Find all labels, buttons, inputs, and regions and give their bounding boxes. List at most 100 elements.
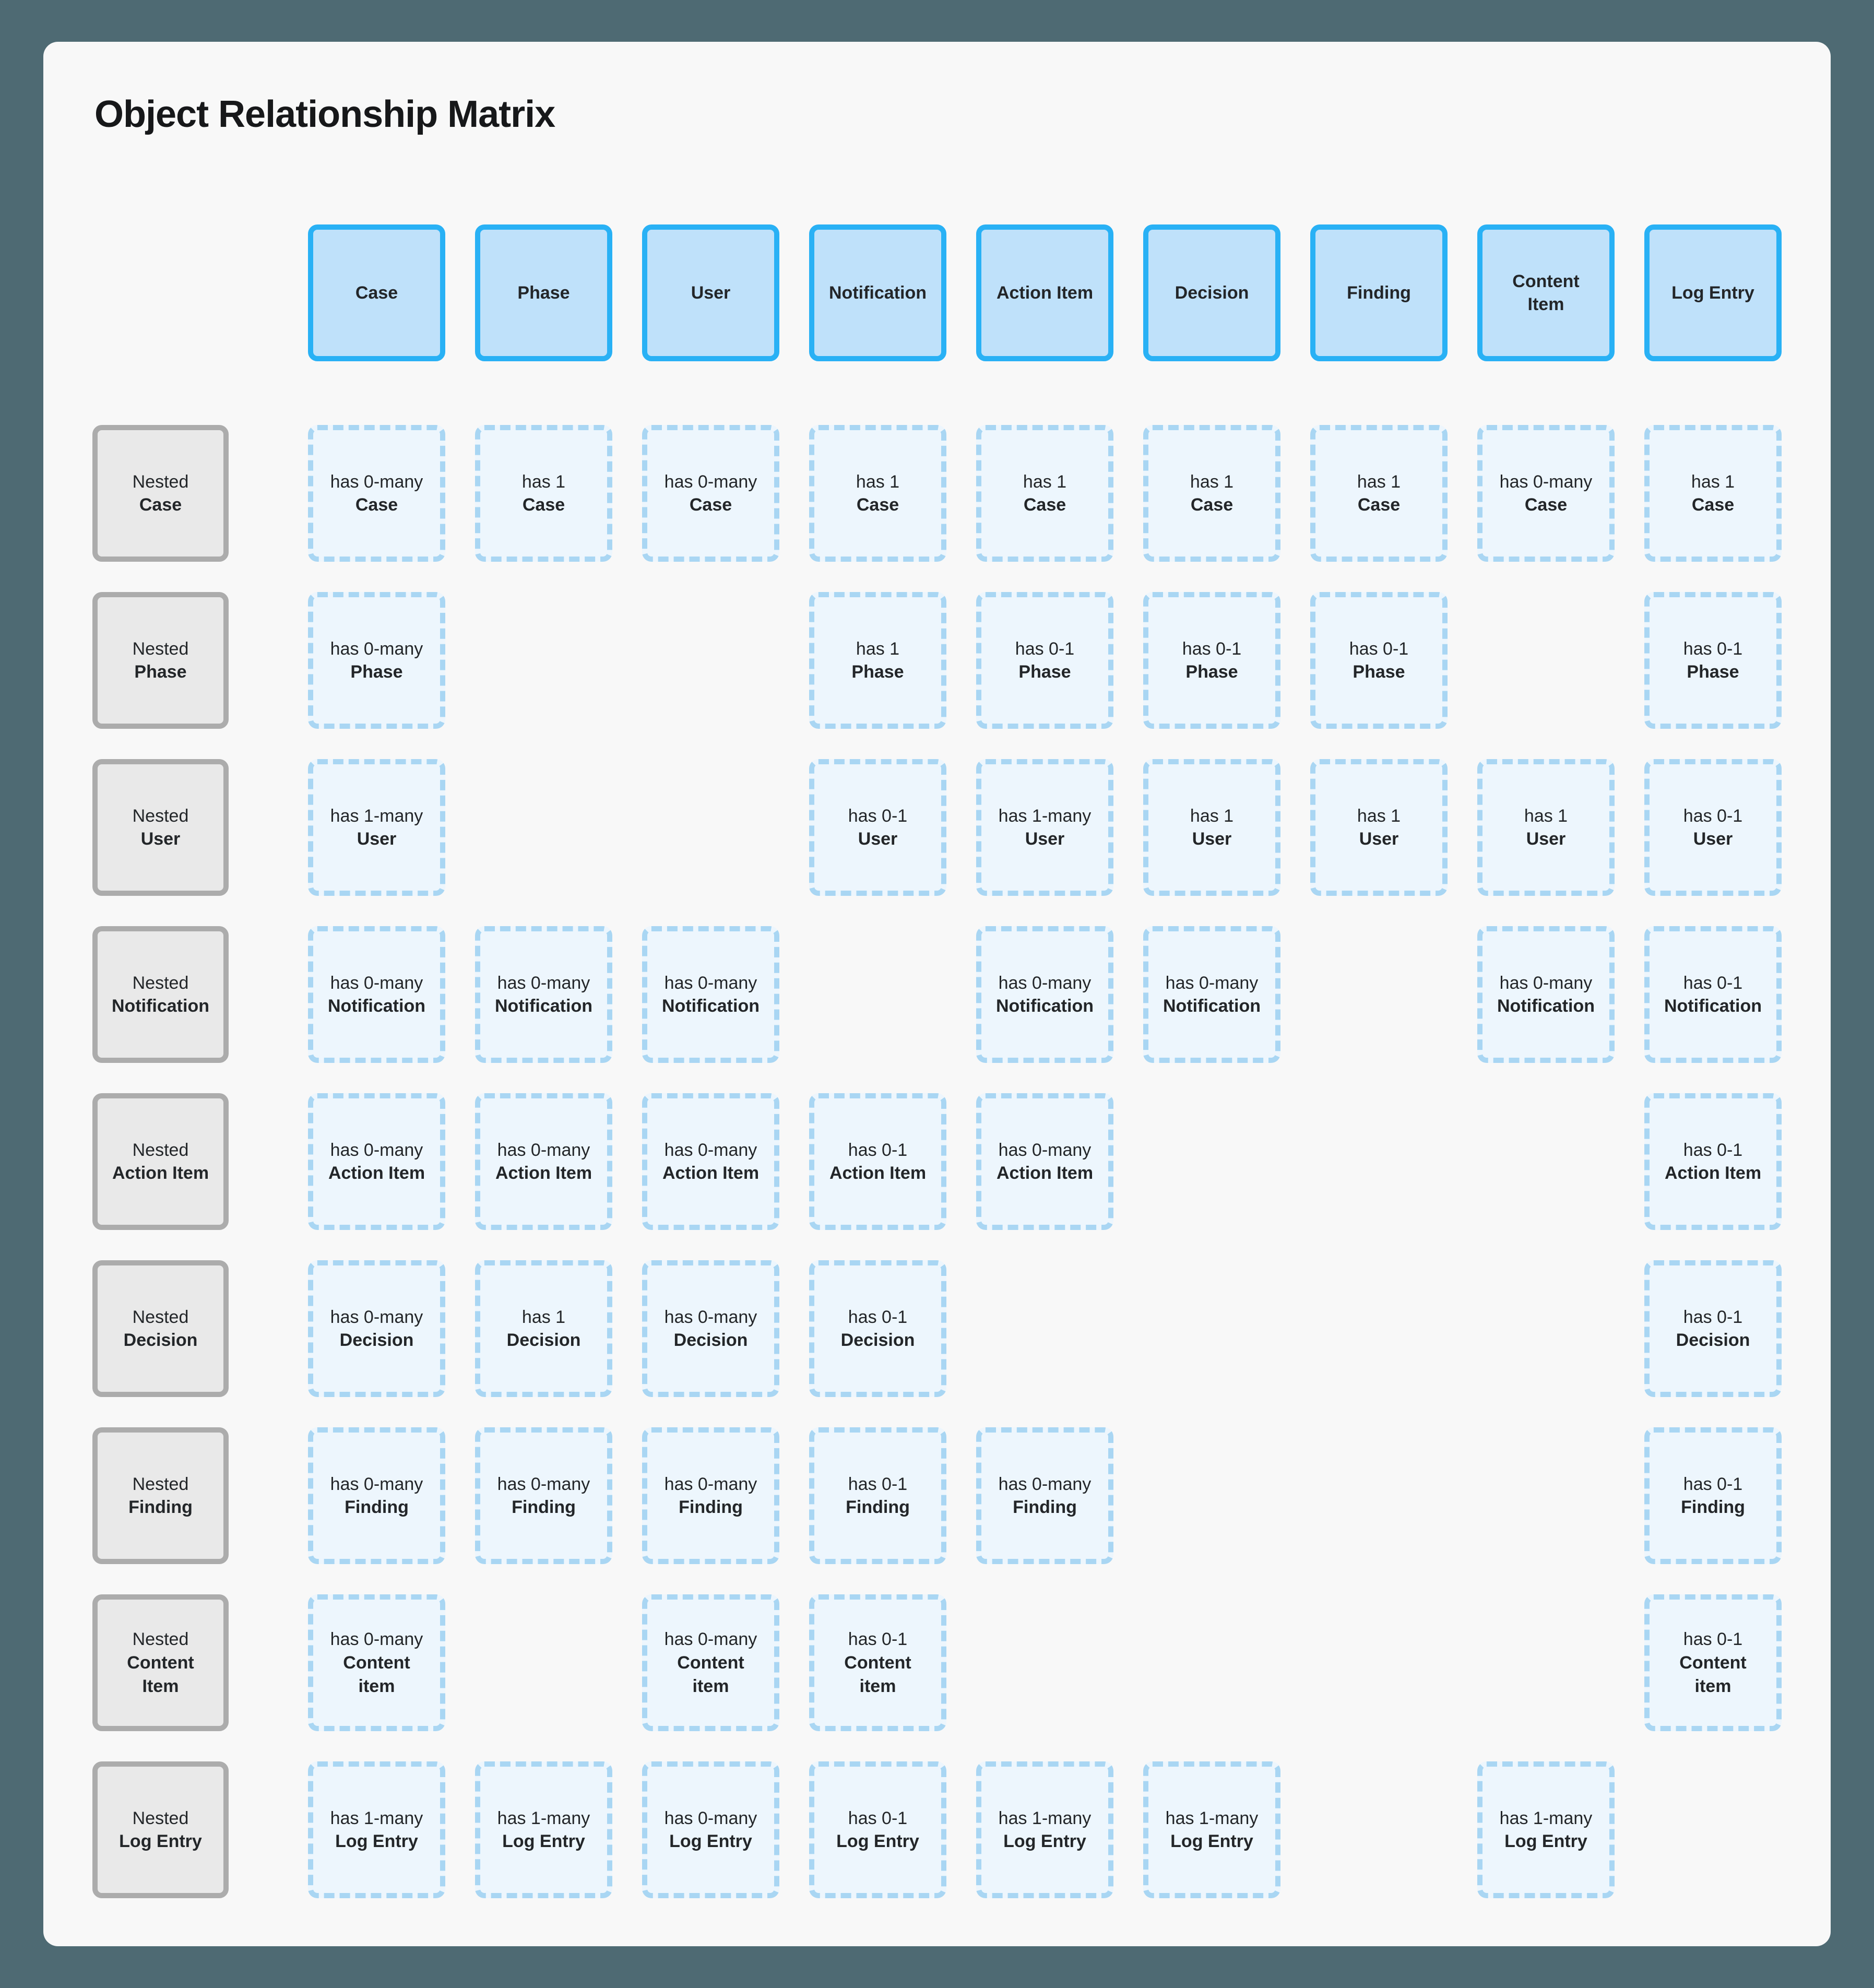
cell-decision-in-phase: has 1 Decision xyxy=(475,1260,612,1398)
cell-cardinality: has 1-many xyxy=(330,1808,423,1828)
cell-content-item-in-case: has 0-many Content item xyxy=(308,1594,445,1732)
cell-cardinality: has 0-1 xyxy=(1683,1474,1743,1494)
cell-object-name: Phase xyxy=(1353,662,1405,682)
cell-user-in-log-entry: has 0-1 User xyxy=(1644,759,1782,896)
cell-user-in-action-item: has 1-many User xyxy=(976,759,1113,896)
cell-cardinality: has 0-many xyxy=(330,1474,423,1494)
cell-action-item-in-notification: has 0-1 Action Item xyxy=(809,1093,946,1230)
row-header-log-entry: Nested Log Entry xyxy=(92,1761,229,1899)
cell-cardinality: has 0-1 xyxy=(848,1629,908,1650)
row-header-finding: Nested Finding xyxy=(92,1427,229,1565)
cell-object-name: Action Item xyxy=(1664,1163,1762,1184)
cell-object-name: Content item xyxy=(677,1652,744,1696)
matrix-card: Object Relationship Matrix Case Phase Us… xyxy=(43,42,1831,1946)
cell-object-name: Log Entry xyxy=(669,1831,752,1852)
cell-cardinality: has 1 xyxy=(1357,806,1401,826)
cell-cardinality: has 0-1 xyxy=(848,1474,908,1494)
row-header-prefix: Nested xyxy=(132,638,189,659)
row-header-name: Log Entry xyxy=(119,1831,202,1852)
cell-phase-in-notification: has 1 Phase xyxy=(809,592,946,729)
cell-object-name: User xyxy=(1025,829,1065,849)
empty-cell xyxy=(1477,1093,1615,1230)
row-header-action-item: Nested Action Item xyxy=(92,1093,229,1230)
row-header-name: Decision xyxy=(123,1330,198,1351)
cell-cardinality: has 0-many xyxy=(664,471,757,492)
cell-object-name: Decision xyxy=(840,1330,915,1351)
cell-notification-in-case: has 0-many Notification xyxy=(308,926,445,1063)
cell-phase-in-action-item: has 0-1 Phase xyxy=(976,592,1113,729)
cell-object-name: Finding xyxy=(1013,1497,1077,1518)
cell-log-entry-in-phase: has 1-many Log Entry xyxy=(475,1761,612,1899)
row-header-prefix: Nested xyxy=(132,973,189,993)
cell-cardinality: has 0-many xyxy=(1499,973,1593,993)
cell-case-in-user: has 0-many Case xyxy=(642,425,779,562)
cell-log-entry-in-user: has 0-many Log Entry xyxy=(642,1761,779,1899)
cell-cardinality: has 0-many xyxy=(497,1140,590,1160)
empty-cell xyxy=(1310,926,1448,1063)
row-header-name: User xyxy=(140,829,181,849)
cell-cardinality: has 0-many xyxy=(664,1629,757,1650)
empty-cell xyxy=(976,1594,1113,1731)
cell-notification-in-phase: has 0-many Notification xyxy=(475,926,612,1063)
empty-cell xyxy=(1310,1093,1448,1230)
cell-cardinality: has 0-1 xyxy=(1182,638,1242,659)
empty-cell xyxy=(642,759,779,896)
row-header-prefix: Nested xyxy=(132,806,189,826)
cell-object-name: Notification xyxy=(1664,996,1762,1016)
row-header-prefix: Nested xyxy=(132,1307,189,1327)
cell-phase-in-log-entry: has 0-1 Phase xyxy=(1644,592,1782,729)
cell-case-in-notification: has 1 Case xyxy=(809,425,946,562)
empty-cell xyxy=(1644,1761,1782,1898)
cell-finding-in-phase: has 0-many Finding xyxy=(475,1427,612,1565)
cell-object-name: User xyxy=(1693,829,1733,849)
empty-cell xyxy=(1143,1093,1280,1230)
cell-cardinality: has 1-many xyxy=(998,1808,1092,1828)
cell-cardinality: has 0-many xyxy=(998,1474,1092,1494)
cell-user-in-finding: has 1 User xyxy=(1310,759,1448,896)
empty-cell xyxy=(1310,1594,1448,1731)
matrix-row: Nested Action Item has 0-many Action Ite… xyxy=(92,1093,1782,1230)
matrix-row: Nested Decision has 0-many Decision has … xyxy=(92,1260,1782,1398)
column-header-action-item: Action Item xyxy=(976,224,1113,362)
row-header-content-item: Nested Content Item xyxy=(92,1594,229,1732)
cell-cardinality: has 0-1 xyxy=(848,1140,908,1160)
matrix-row: Nested Phase has 0-many Phase has 1 Phas… xyxy=(92,592,1782,729)
column-header-label: Case xyxy=(355,282,398,303)
row-header-name: Finding xyxy=(128,1497,193,1518)
cell-cardinality: has 1 xyxy=(856,638,900,659)
cell-object-name: Case xyxy=(1691,495,1735,515)
cell-case-in-phase: has 1 Case xyxy=(475,425,612,562)
cell-object-name: Phase xyxy=(1018,662,1071,682)
cell-case-in-log-entry: has 1 Case xyxy=(1644,425,1782,562)
cell-object-name: User xyxy=(1359,829,1399,849)
cell-object-name: Log Entry xyxy=(1170,1831,1253,1852)
cell-object-name: Log Entry xyxy=(335,1831,418,1852)
column-header-log-entry: Log Entry xyxy=(1644,224,1782,362)
cell-object-name: Phase xyxy=(1687,662,1739,682)
cell-cardinality: has 1 xyxy=(856,471,900,492)
cell-notification-in-decision: has 0-many Notification xyxy=(1143,926,1280,1063)
cell-case-in-action-item: has 1 Case xyxy=(976,425,1113,562)
cell-cardinality: has 0-many xyxy=(998,1140,1092,1160)
empty-cell xyxy=(1477,592,1615,729)
cell-object-name: User xyxy=(357,829,397,849)
cell-notification-in-action-item: has 0-many Notification xyxy=(976,926,1113,1063)
cell-notification-in-log-entry: has 0-1 Notification xyxy=(1644,926,1782,1063)
cell-user-in-content-item: has 1 User xyxy=(1477,759,1615,896)
cell-object-name: Case xyxy=(1190,495,1233,515)
empty-cell xyxy=(976,1260,1113,1397)
cell-cardinality: has 0-many xyxy=(330,1307,423,1327)
cell-cardinality: has 0-1 xyxy=(1015,638,1075,659)
row-header-name: Action Item xyxy=(112,1163,209,1184)
cell-cardinality: has 1-many xyxy=(330,806,423,826)
cell-object-name: User xyxy=(1526,829,1566,849)
column-header-content-item: Content Item xyxy=(1477,224,1615,362)
cell-object-name: Finding xyxy=(679,1497,743,1518)
cell-object-name: Case xyxy=(1524,495,1568,515)
cell-cardinality: has 1 xyxy=(1190,806,1234,826)
cell-cardinality: has 1 xyxy=(1524,806,1568,826)
cell-finding-in-notification: has 0-1 Finding xyxy=(809,1427,946,1565)
cell-object-name: Log Entry xyxy=(1003,1831,1086,1852)
cell-log-entry-in-case: has 1-many Log Entry xyxy=(308,1761,445,1899)
column-header-label: Decision xyxy=(1175,282,1249,303)
